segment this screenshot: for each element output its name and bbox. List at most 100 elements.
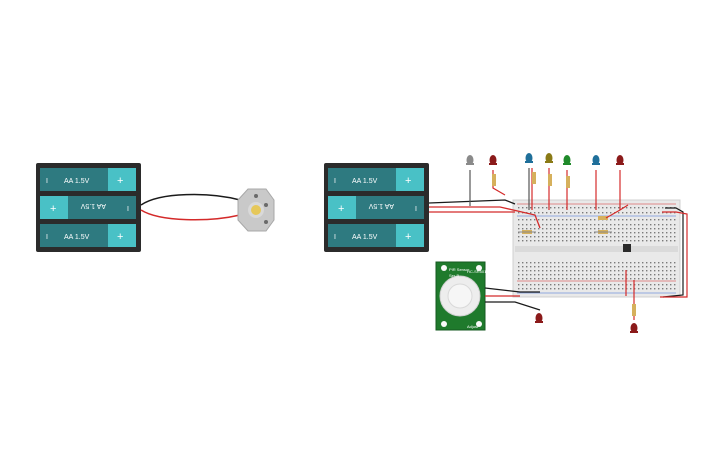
led-red-4[interactable]	[630, 323, 638, 333]
breadboard-hole	[554, 274, 556, 276]
breadboard-hole	[574, 288, 576, 290]
breadboard-hole	[550, 212, 552, 214]
breadboard-hole	[646, 212, 648, 214]
wire-black[interactable]	[428, 199, 516, 205]
breadboard-hole	[658, 240, 660, 242]
resistor[interactable]	[594, 230, 612, 234]
breadboard-hole	[634, 278, 636, 280]
breadboard-hole	[638, 228, 640, 230]
breadboard-hole	[558, 224, 560, 226]
breadboard-hole	[562, 212, 564, 214]
breadboard-hole	[658, 232, 660, 234]
wire-red[interactable]	[140, 209, 241, 221]
breadboard-hole	[674, 219, 676, 221]
breadboard-hole	[546, 232, 548, 234]
resistor[interactable]	[598, 216, 608, 220]
breadboard-hole	[638, 284, 640, 286]
wire-black[interactable]	[485, 301, 541, 311]
breadboard-hole	[594, 212, 596, 214]
led-blue-2[interactable]	[592, 155, 600, 165]
breadboard-hole	[546, 224, 548, 226]
motor-shaft-icon	[251, 205, 261, 215]
breadboard-hole	[550, 262, 552, 264]
breadboard-hole	[574, 236, 576, 238]
breadboard-hole	[538, 240, 540, 242]
pir-model: HC-SR501	[467, 269, 487, 274]
pir-sensor[interactable]: PIR Sensor Ser-B HC-SR501 Adjust	[435, 261, 487, 331]
dc-motor[interactable]	[237, 188, 275, 232]
breadboard-hole	[538, 228, 540, 230]
led-green[interactable]	[563, 155, 571, 165]
breadboard-hole	[566, 278, 568, 280]
breadboard-hole	[594, 284, 596, 286]
breadboard-hole	[546, 274, 548, 276]
breadboard-hole	[542, 284, 544, 286]
breadboard-hole	[554, 266, 556, 268]
led-red-2[interactable]	[616, 155, 624, 165]
breadboard-hole	[614, 270, 616, 272]
breadboard[interactable]	[512, 199, 681, 298]
breadboard-hole	[566, 240, 568, 242]
breadboard-hole	[666, 240, 668, 242]
breadboard-hole	[602, 288, 604, 290]
breadboard-hole	[646, 288, 648, 290]
breadboard-hole	[614, 284, 616, 286]
battery-pack-2[interactable]: I AA 1.5V + + AA 1.5V I I AA 1.5V +	[324, 163, 429, 252]
resistor[interactable]	[518, 230, 536, 234]
breadboard-hole	[578, 288, 580, 290]
breadboard-hole	[650, 284, 652, 286]
breadboard-hole	[586, 219, 588, 221]
breadboard-hole	[662, 288, 664, 290]
led-red-1[interactable]	[489, 155, 497, 165]
breadboard-hole	[542, 266, 544, 268]
breadboard-hole	[598, 288, 600, 290]
breadboard-hole	[530, 274, 532, 276]
led-yellow[interactable]	[545, 153, 553, 163]
resistor[interactable]	[492, 174, 496, 186]
breadboard-hole	[590, 240, 592, 242]
breadboard-hole	[626, 212, 628, 214]
breadboard-hole	[550, 266, 552, 268]
resistor[interactable]	[566, 176, 570, 188]
breadboard-hole	[622, 262, 624, 264]
resistor[interactable]	[632, 304, 636, 316]
breadboard-hole	[570, 236, 572, 238]
breadboard-hole	[614, 274, 616, 276]
breadboard-hole	[566, 224, 568, 226]
breadboard-hole	[598, 236, 600, 238]
breadboard-hole	[550, 278, 552, 280]
breadboard-hole	[602, 224, 604, 226]
breadboard-hole	[542, 232, 544, 234]
battery-cell-2: + AA 1.5V I	[328, 196, 424, 219]
led-blue-1[interactable]	[525, 153, 533, 163]
led-red-3[interactable]	[535, 313, 543, 323]
breadboard-hole	[614, 232, 616, 234]
breadboard-hole	[586, 262, 588, 264]
breadboard-hole	[658, 262, 660, 264]
wire-black[interactable]	[484, 287, 540, 293]
battery-cell-1: I AA 1.5V +	[40, 168, 136, 191]
breadboard-hole	[638, 270, 640, 272]
resistor[interactable]	[532, 172, 536, 184]
push-button[interactable]	[623, 244, 631, 252]
breadboard-hole	[554, 232, 556, 234]
breadboard-hole	[666, 270, 668, 272]
breadboard-hole	[570, 270, 572, 272]
breadboard-hole	[638, 224, 640, 226]
breadboard-hole	[598, 274, 600, 276]
battery-pack-1[interactable]: I AA 1.5V + + AA 1.5V I I AA 1.5V +	[36, 163, 141, 252]
breadboard-hole	[674, 232, 676, 234]
breadboard-hole	[606, 278, 608, 280]
resistor[interactable]	[548, 174, 552, 186]
breadboard-hole	[566, 262, 568, 264]
wire-red[interactable]	[429, 206, 541, 229]
breadboard-hole	[574, 262, 576, 264]
breadboard-hole	[666, 278, 668, 280]
breadboard-hole	[670, 278, 672, 280]
wire-black[interactable]	[140, 193, 241, 206]
breadboard-hole	[618, 232, 620, 234]
breadboard-hole	[582, 274, 584, 276]
led-gray[interactable]	[466, 155, 474, 165]
breadboard-hole	[670, 262, 672, 264]
